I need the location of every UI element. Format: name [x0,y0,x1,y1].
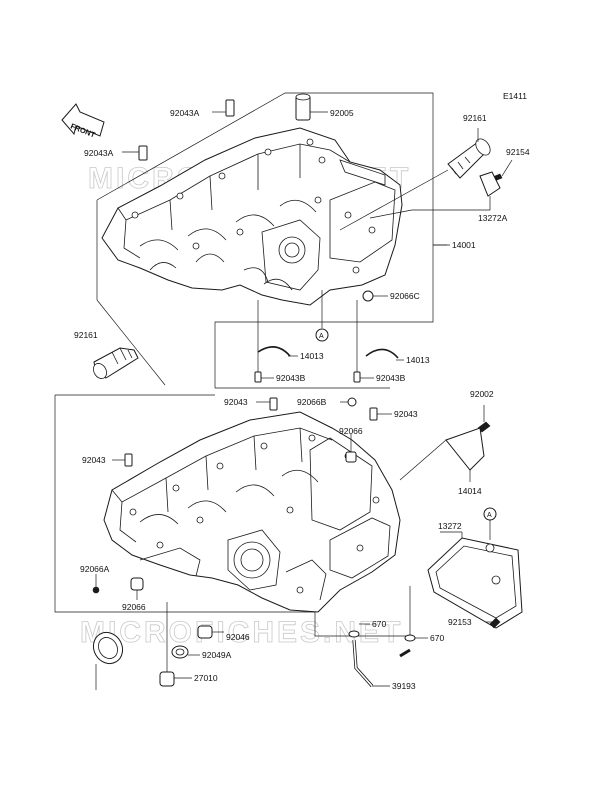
label-92043a-2: 92043A [84,148,114,158]
part-92066a-plug [92,574,100,594]
label-670-2: 670 [430,633,444,643]
figure-code: E1411 [503,91,527,101]
part-92043a-dowel-top [212,99,235,117]
watermark-bottom: MICROFICHES.NET [80,616,403,649]
label-670-1: 670 [372,619,386,629]
label-92002: 92002 [470,389,494,399]
label-92005: 92005 [330,108,354,118]
lower-group-bracket [54,394,411,637]
label-92153: 92153 [448,617,472,627]
label-13272: 13272 [438,521,462,531]
label-14013-left: 14013 [300,351,324,361]
part-92066-plug-center [345,434,357,463]
label-92043-2: 92043 [394,409,418,419]
label-14014: 14014 [458,486,482,496]
label-92049a: 92049A [202,650,232,660]
part-92046-bearing [197,625,224,639]
part-13272a-plate [369,171,501,219]
label-92046: 92046 [226,632,250,642]
part-92049a-seal [171,645,200,659]
part-14013-bearing-right [365,348,404,361]
label-92066-center: 92066 [339,426,363,436]
part-13272-cover [427,531,523,629]
part-670-oring-1 [348,623,370,638]
label-92043-3: 92043 [82,455,106,465]
ref-marker-a-upper-letter: A [319,333,324,340]
part-39193-pipe [352,639,411,688]
part-27010-sensor [159,602,192,687]
part-92153-bolt [486,617,501,629]
label-39193: 39193 [392,681,416,691]
part-14013-bearing-left [257,346,298,357]
part-14014-plate [399,427,485,482]
ref-marker-a-lower-letter: A [487,512,492,519]
part-92066c-plug [362,290,388,302]
label-92043b-left: 92043B [276,373,306,383]
upper-crankcase [101,127,403,306]
part-92066b-plug [340,397,357,407]
label-14013-right: 14013 [406,355,430,365]
label-92043b-right: 92043B [376,373,406,383]
part-oil-seal [92,631,124,690]
label-92066b: 92066B [297,397,327,407]
part-92005-fitting [295,93,328,121]
part-92161-breather-top [339,128,491,231]
label-27010: 27010 [194,673,218,683]
label-92161-top: 92161 [463,113,487,123]
label-14001: 14001 [452,240,476,250]
part-92043-dowel-lower-2 [369,407,392,421]
part-92043-dowel-lower-3 [112,453,133,467]
label-13272a: 13272A [478,213,508,223]
label-92043a-1: 92043A [170,108,200,118]
label-92043-1: 92043 [224,397,248,407]
part-92161-breather-left [93,347,139,379]
ref-marker-a-lower: A [483,507,497,540]
part-92043b-dowel-left [254,300,274,383]
part-92043-dowel-lower-1 [256,397,278,411]
part-92043b-dowel-right [353,300,374,383]
part-92043a-dowel-left [122,145,148,161]
part-labels: 92043A 92005 92161 92154 92043A 13272A 1… [74,108,530,691]
front-arrow-icon: FRONT [61,103,105,140]
ref-marker-a-upper: A [315,290,329,342]
label-92066a: 92066A [80,564,110,574]
lower-crankcase [103,411,401,613]
label-92066c: 92066C [390,291,420,301]
part-92066-plug-left [130,577,144,600]
part-670-oring-2 [404,634,428,642]
label-92066-left: 92066 [122,602,146,612]
label-92154: 92154 [506,147,530,157]
label-92161-left: 92161 [74,330,98,340]
